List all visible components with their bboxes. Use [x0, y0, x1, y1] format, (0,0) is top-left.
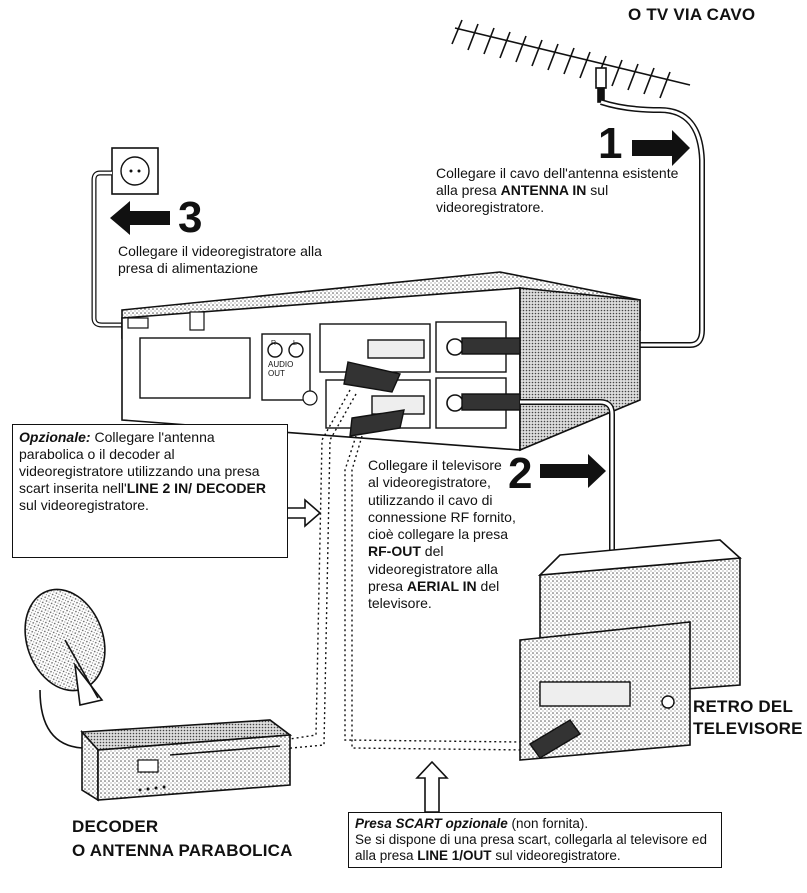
step-2-number: 2 — [508, 449, 533, 498]
audio-out-label: AUDIO OUT — [268, 360, 294, 378]
optional-outline-arrow — [282, 498, 322, 528]
wall-socket — [111, 147, 159, 195]
television — [519, 539, 742, 761]
decoder-label-line1: DECODER — [72, 817, 159, 836]
tv-back-label-line2: TELEVISORE — [693, 719, 803, 738]
step-2-text: Collegare il televisore al videoregistra… — [368, 457, 516, 612]
tv-antenna — [451, 19, 691, 103]
step-3-text: Collegare il videoregistratore alla pres… — [118, 243, 322, 276]
scart-plugs — [343, 361, 405, 437]
optional-box: Opzionale: Collegare l'antenna parabolic… — [12, 424, 288, 558]
arrow-1 — [632, 130, 690, 166]
arrow-3 — [110, 201, 170, 235]
decoder-label-line2: O ANTENNA PARABOLICA — [72, 841, 293, 860]
audio-r-label: R — [271, 340, 277, 347]
step-1-text: Collegare il cavo dell'antenna esistente… — [436, 165, 679, 215]
scart-outline-arrow — [415, 760, 449, 813]
audio-l-label: L — [293, 340, 297, 347]
rf-plugs — [461, 337, 521, 411]
cable-tv-label: O TV VIA CAVO — [628, 5, 756, 24]
scart-box: Presa SCART opzionale (non fornita). Se … — [348, 812, 722, 868]
arrow-2 — [540, 454, 606, 488]
step-3-number: 3 — [178, 193, 203, 242]
satellite-dish — [24, 588, 106, 749]
tv-back-label-line1: RETRO DEL — [693, 697, 794, 716]
decoder-box — [80, 719, 293, 802]
step-1-number: 1 — [598, 119, 623, 168]
